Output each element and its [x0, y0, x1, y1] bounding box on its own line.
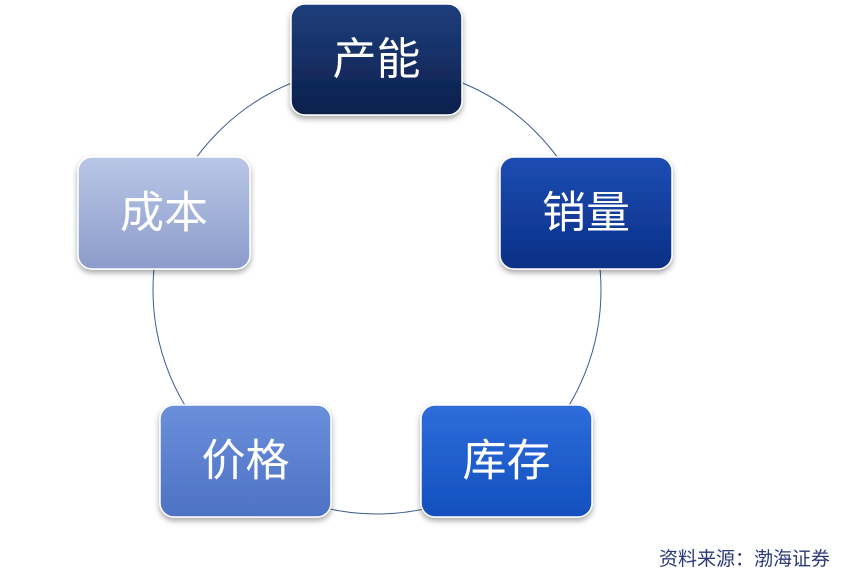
node-inventory: 库存	[420, 404, 593, 518]
node-sales-label: 销量	[542, 188, 630, 239]
node-capacity: 产能	[290, 3, 463, 116]
node-price-box	[159, 404, 332, 518]
node-capacity-label: 产能	[333, 34, 421, 85]
node-cost: 成本	[77, 156, 251, 270]
source-note: 资料来源：渤海证券	[658, 548, 830, 570]
node-cost-label: 成本	[120, 188, 208, 239]
node-sales-box	[499, 156, 673, 270]
node-capacity-box	[290, 3, 463, 116]
node-price: 价格	[159, 404, 332, 518]
node-cost-box	[77, 156, 251, 270]
node-price-label: 价格	[202, 436, 290, 487]
node-inventory-label: 库存	[463, 436, 551, 487]
node-inventory-box	[420, 404, 593, 518]
node-sales: 销量	[499, 156, 673, 270]
